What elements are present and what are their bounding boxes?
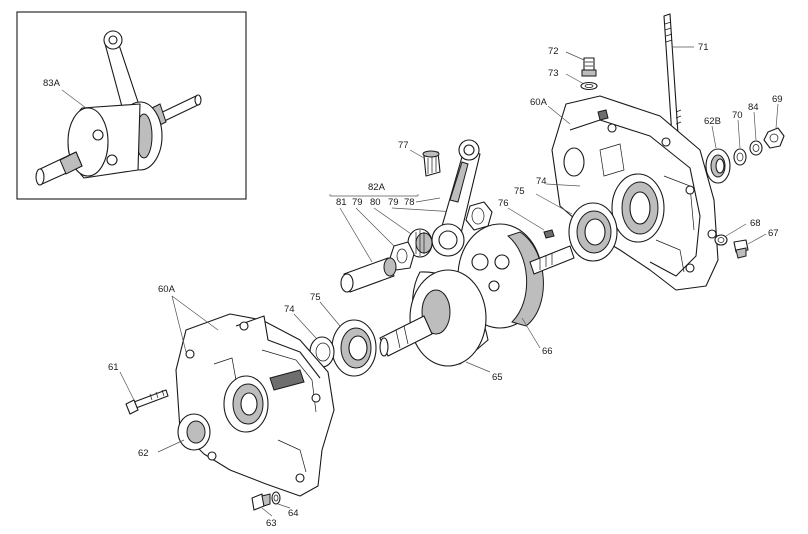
washer-70: [733, 148, 747, 166]
fitting-72: [581, 57, 597, 77]
seal-62B: [705, 148, 731, 184]
callout-75-left: 75: [310, 292, 321, 303]
callout-66: 66: [542, 346, 553, 357]
crankcase-right-60A: [551, 95, 719, 291]
callout-75-right: 75: [514, 186, 525, 197]
connecting-rod-78: [431, 139, 481, 257]
callout-71: 71: [698, 42, 709, 53]
callout-62: 62: [138, 448, 149, 459]
callout-69: 69: [772, 94, 783, 105]
callout-61: 61: [108, 362, 119, 373]
callout-80: 80: [370, 197, 381, 208]
plug-67: [733, 239, 749, 259]
callout-79-second: 79: [388, 197, 399, 208]
callout-60A-left: 60A: [158, 284, 176, 295]
callout-76: 76: [498, 198, 509, 209]
callout-82A: 82A: [368, 182, 386, 193]
inset-panel: 83A: [16, 11, 247, 200]
washer-64: [271, 491, 281, 505]
crank-pin-81: [340, 257, 397, 293]
callout-72: 72: [548, 46, 559, 57]
callout-60A-top: 60A: [530, 97, 548, 108]
callout-81: 81: [336, 197, 347, 208]
washer-84: [749, 140, 763, 156]
callout-83A: 83A: [43, 78, 61, 89]
callout-78: 78: [404, 197, 415, 208]
bearing-75-right: [568, 202, 618, 262]
callout-63: 63: [266, 518, 277, 529]
callout-84: 84: [748, 102, 759, 113]
needle-bearing-77: [422, 150, 441, 177]
callout-67: 67: [768, 228, 779, 239]
screw-63: [251, 493, 271, 511]
callout-77: 77: [398, 140, 409, 151]
callout-68: 68: [750, 218, 761, 229]
bolt-61: [125, 389, 169, 415]
washer-73: [580, 81, 598, 91]
callout-74-left: 74: [284, 304, 295, 315]
key-76: [543, 229, 555, 239]
nut-69: [763, 127, 785, 149]
callout-62B: 62B: [704, 116, 721, 127]
group-bracket-82A: [329, 194, 419, 197]
stud-71: [663, 13, 682, 137]
bearing-75-left: [331, 319, 377, 377]
callout-70: 70: [732, 110, 743, 121]
flywheel-65: [379, 269, 489, 367]
callout-79-first: 79: [352, 197, 363, 208]
callout-64: 64: [288, 508, 299, 519]
needle-bearing-80: [407, 228, 433, 258]
inset-crankshaft: [35, 30, 202, 186]
crankcase-left-60A: [175, 313, 335, 497]
callout-65: 65: [492, 372, 503, 383]
callout-73: 73: [548, 68, 559, 79]
callout-74-right: 74: [536, 176, 547, 187]
washer-68: [714, 234, 728, 246]
